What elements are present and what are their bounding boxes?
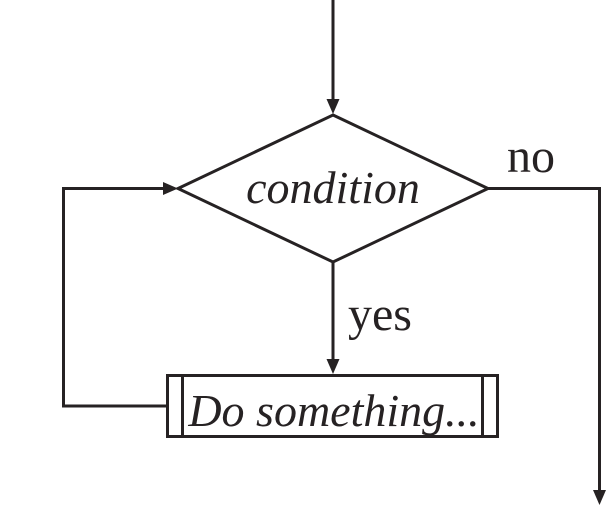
edge-loop-line	[62, 187, 168, 408]
edge-loop-arrowhead-icon	[163, 182, 178, 195]
edge-no-arrowhead-icon	[593, 490, 606, 505]
decision-diamond-shape	[174, 113, 492, 264]
decision-label: condition	[246, 162, 420, 213]
no-edge-label: no	[507, 130, 555, 183]
yes-edge-label: yes	[348, 288, 412, 341]
process-label: Do something...	[187, 385, 479, 436]
edge-no-line	[488, 187, 601, 496]
process-rect-shape	[166, 374, 499, 438]
edge-entry-arrowhead-icon	[326, 99, 340, 114]
edge-yes-arrowhead-icon	[326, 359, 340, 374]
